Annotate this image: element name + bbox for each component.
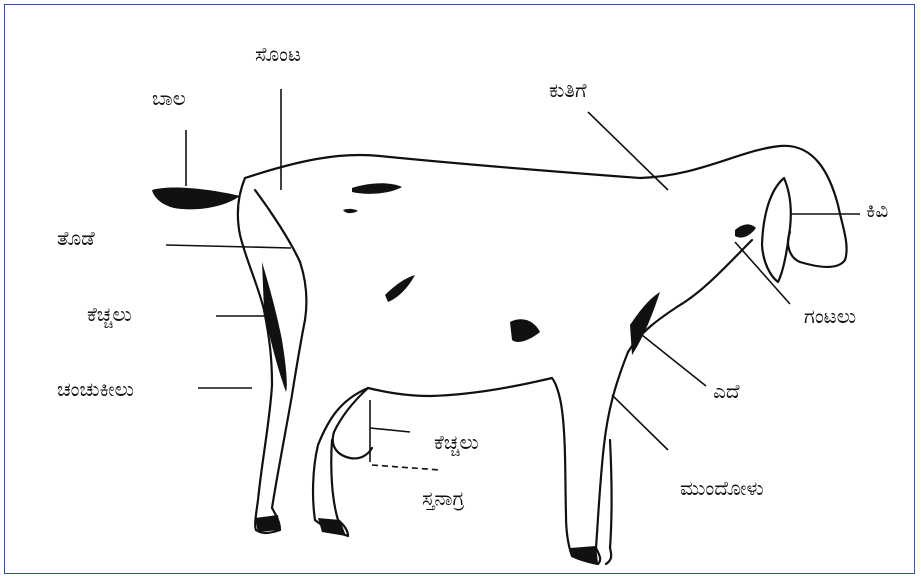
label-pin-bone: ಸೊಂಟ bbox=[255, 44, 301, 64]
label-ear: ಕಿವಿ bbox=[866, 200, 888, 220]
leader-udder bbox=[370, 428, 410, 432]
label-wattle: ಗಂಟಲು bbox=[804, 306, 856, 326]
label-neck: ಕುತಿಗೆ bbox=[549, 80, 587, 100]
label-chest: ಎದೆ bbox=[713, 381, 740, 401]
leader-chest bbox=[642, 335, 706, 386]
label-udder: ಕೆಚ್ಚಲು bbox=[434, 432, 479, 452]
label-tail: ಬಾಲ bbox=[152, 88, 186, 108]
leader-thigh bbox=[166, 245, 291, 248]
label-thigh: ತೊಡೆ bbox=[57, 228, 95, 248]
label-teat: ಸ್ತನಾಗ್ರ bbox=[422, 488, 464, 508]
label-hock-left: ಕೆಚ್ಚಲು bbox=[87, 304, 132, 324]
leader-neck bbox=[588, 112, 668, 190]
leader-teat bbox=[372, 465, 440, 470]
leader-foreleg bbox=[612, 395, 668, 450]
label-hock-joint: ಚಂಚುಕೀಲು bbox=[57, 379, 134, 399]
goat-outline bbox=[238, 146, 847, 564]
label-foreleg: ಮುಂದೋಳು bbox=[680, 478, 764, 498]
